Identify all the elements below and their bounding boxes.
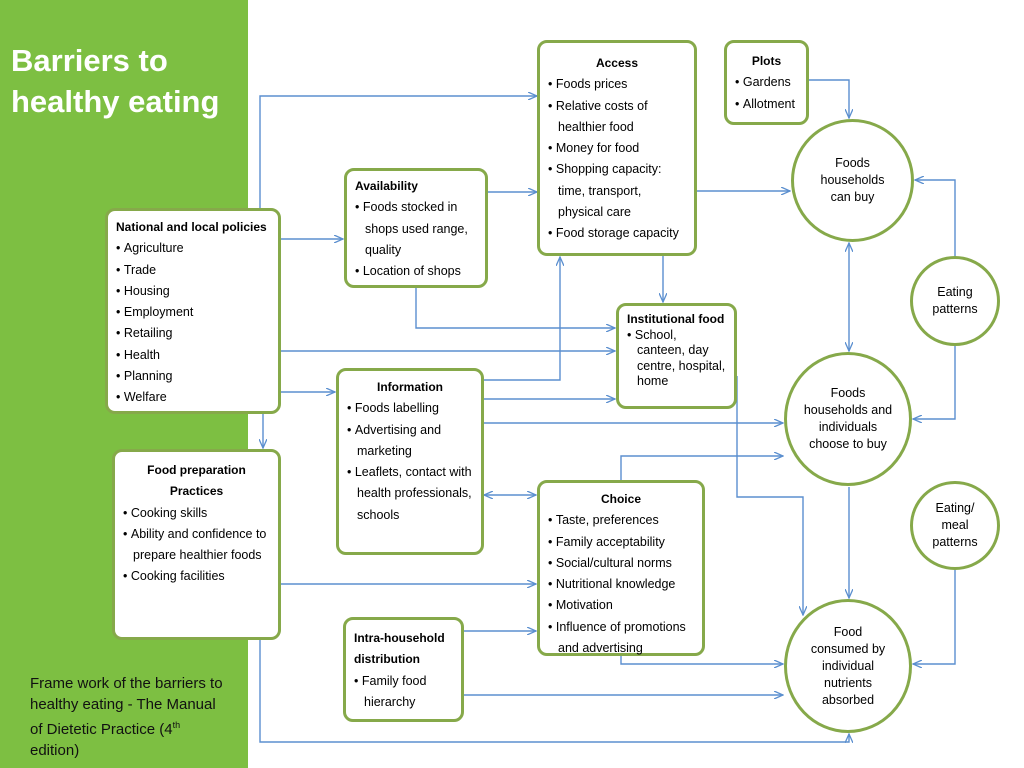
policies-list-item: Agriculture (116, 238, 270, 259)
intra-item-list: Family food hierarchy (354, 671, 453, 714)
national-local-policies-box: National and local policiesAgricultureTr… (105, 208, 281, 414)
information-box: InformationFoods labellingAdvertising an… (336, 368, 484, 555)
food_prep-item-list: Cooking skillsAbility and confidence to … (123, 503, 270, 588)
arrow-plots-to-can-buy (809, 79, 849, 118)
arrow-eating-patterns-to-can-buy (915, 180, 956, 256)
food_prep-list-item: Cooking facilities (123, 566, 270, 587)
policies-list-item: Welfare (116, 387, 270, 408)
access-list-item: Shopping capacity: time, transport, phys… (548, 159, 686, 223)
policies-item-list: AgricultureTradeHousingEmploymentRetaili… (116, 238, 270, 408)
slide-title: Barriers to healthy eating (11, 43, 220, 119)
access-list-item: Relative costs of healthier food (548, 96, 686, 139)
arrow-institutional-to-consumed (736, 376, 803, 615)
arrow-availability-to-institutional (415, 288, 615, 328)
circle-foods-can-buy: Foods households can buy (791, 119, 914, 242)
arrow-meal-patterns-to-consumed (913, 570, 956, 664)
intra-box-title: Intra-household distribution (354, 631, 445, 667)
policies-list-item: Housing (116, 281, 270, 302)
information-box-title: Information (377, 380, 443, 394)
policies-box-title: National and local policies (116, 220, 267, 234)
availability-list-item: Location of shops (355, 261, 477, 282)
plots-list-item: Allotment (735, 94, 798, 115)
plots-box-title: Plots (751, 54, 782, 68)
policies-list-item: Retailing (116, 323, 270, 344)
arrow-choice-to-choose (620, 456, 783, 480)
choice-box-title: Choice (600, 492, 641, 506)
circle-food-consumed-label: Food consumed by individual nutrients ab… (810, 624, 886, 707)
policies-list-item: Trade (116, 260, 270, 281)
availability-list-item: Foods stocked in shops used range, quali… (355, 197, 477, 261)
caption-suffix: edition) (30, 742, 80, 759)
caption-prefix: Frame work of the barriers to healthy ea… (30, 675, 223, 738)
arrow-policies-to-access (259, 96, 537, 208)
arrow-food-prep-to-consumed (259, 640, 849, 742)
arrow-information-to-access (484, 257, 560, 381)
institutional-list-item: School, canteen, day centre, hospital, h… (627, 328, 726, 390)
availability-item-list: Foods stocked in shops used range, quali… (355, 197, 477, 282)
circle-food-consumed: Food consumed by individual nutrients ab… (784, 599, 912, 733)
food_prep-list-item: Ability and confidence to prepare health… (123, 524, 270, 567)
policies-list-item: Planning (116, 366, 270, 387)
plots-list-item: Gardens (735, 72, 798, 93)
circle-foods-choose: Foods households and individuals choose … (784, 352, 912, 486)
institutional-food-box: Institutional foodSchool, canteen, day c… (616, 303, 737, 409)
food-preparation-box: Food preparation PracticesCooking skills… (112, 449, 281, 640)
choice-box: ChoiceTaste, preferencesFamily acceptabi… (537, 480, 705, 656)
access-list-item: Money for food (548, 138, 686, 159)
information-item-list: Foods labellingAdvertising and marketing… (347, 398, 473, 526)
access-item-list: Foods pricesRelative costs of healthier … (548, 74, 686, 244)
information-list-item: Advertising and marketing (347, 420, 473, 463)
choice-list-item: Taste, preferences (548, 510, 694, 531)
information-list-item: Foods labelling (347, 398, 473, 419)
food_prep-box-title: Food preparation Practices (147, 463, 246, 499)
food_prep-list-item: Cooking skills (123, 503, 270, 524)
choice-list-item: Social/cultural norms (548, 553, 694, 574)
intra-list-item: Family food hierarchy (354, 671, 453, 714)
choice-list-item: Motivation (548, 595, 694, 616)
policies-list-item: Employment (116, 302, 270, 323)
choice-list-item: Influence of promotions and advertising (548, 617, 694, 660)
access-list-item: Food storage capacity (548, 223, 686, 244)
institutional-item-list: School, canteen, day centre, hospital, h… (627, 328, 726, 390)
plots-box: PlotsGardensAllotment (724, 40, 809, 125)
circle-foods-can-buy-label: Foods households can buy (820, 156, 885, 204)
institutional-box-title: Institutional food (627, 312, 725, 326)
circle-meal-patterns: Eating/ meal patterns (910, 481, 1000, 570)
caption-sup: th (172, 720, 181, 730)
policies-list-item: Health (116, 345, 270, 366)
plots-item-list: GardensAllotment (735, 72, 798, 115)
access-list-item: Foods prices (548, 74, 686, 95)
arrow-eating-patterns-to-choose (913, 346, 956, 419)
information-list-item: Leaflets, contact with health profession… (347, 462, 473, 526)
availability-box: AvailabilityFoods stocked in shops used … (344, 168, 488, 288)
circle-meal-patterns-label: Eating/ meal patterns (932, 501, 978, 549)
intra-household-box: Intra-household distributionFamily food … (343, 617, 464, 722)
choice-list-item: Nutritional knowledge (548, 574, 694, 595)
choice-list-item: Family acceptability (548, 532, 694, 553)
circle-eating-patterns: Eating patterns (910, 256, 1000, 346)
access-box: AccessFoods pricesRelative costs of heal… (537, 40, 697, 256)
availability-box-title: Availability (355, 179, 418, 193)
figure-caption: Frame work of the barriers to healthy ea… (30, 673, 230, 761)
circle-eating-patterns-label: Eating patterns (932, 285, 978, 316)
access-box-title: Access (595, 56, 639, 70)
choice-item-list: Taste, preferencesFamily acceptabilitySo… (548, 510, 694, 659)
circle-foods-choose-label: Foods households and individuals choose … (803, 386, 893, 451)
